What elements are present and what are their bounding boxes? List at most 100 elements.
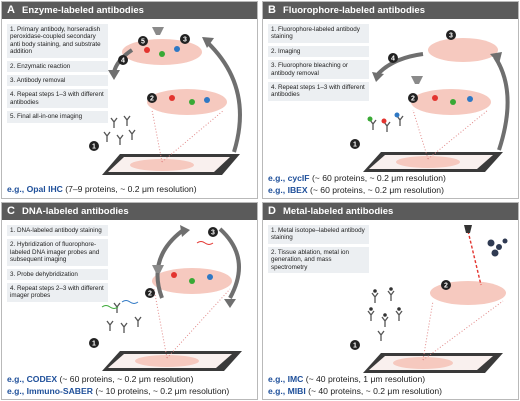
panel-b-title: Fluorophore-labeled antibodies <box>283 5 425 16</box>
zoom-line <box>166 288 231 359</box>
panel-c-steps: 1. DNA-labeled antibody staining 2. Hybr… <box>7 225 108 305</box>
panel-c-letter: C <box>7 205 15 217</box>
example-details: (~ 60 proteins, ~ 0.2 μm resolution) <box>57 374 194 384</box>
example-details: (~ 60 proteins, ~ 0.2 μm resolution) <box>307 185 444 195</box>
step-badge-5: 5 <box>138 36 148 46</box>
panel-b: B Fluorophore-labeled antibodies <box>262 1 519 199</box>
step-badge-3: 3 <box>446 30 456 40</box>
panel-b-example-2: e.g., IBEX (~ 60 proteins, ~ 0.2 μm reso… <box>268 185 444 195</box>
panel-b-steps: 1. Fluorophore-labeled antibody staining… <box>268 24 369 104</box>
example-details: (7–9 proteins, ~ 0.2 μm resolution) <box>62 184 197 194</box>
step-badge-4: 4 <box>118 55 128 65</box>
arrow-head <box>108 70 120 80</box>
panel-b-example-1: e.g., cycIF (~ 60 proteins, ~ 0.2 μm res… <box>268 173 446 183</box>
marker-dot <box>450 99 456 105</box>
panel-c-illustration: 1 2 3 <box>89 225 242 371</box>
svg-text:1: 1 <box>353 142 357 149</box>
marker-dot <box>204 97 210 103</box>
antibody-group <box>103 115 136 145</box>
example-name: e.g., MIBI <box>268 386 306 396</box>
step-text: 3. Probe dehybridization <box>7 268 108 281</box>
panel-d-letter: D <box>268 205 276 217</box>
panel-a-header: A Enzyme-labeled antibodies <box>2 2 257 19</box>
zoom-line <box>412 109 429 160</box>
panel-d-header: D Metal-labeled antibodies <box>263 203 518 220</box>
step-text: 1. Primary antibody, horseradish peroxid… <box>7 24 108 58</box>
marker-dot <box>174 46 180 52</box>
example-name: e.g., cycIF <box>268 173 310 183</box>
cycle-arrow <box>376 52 424 76</box>
step-badge-4: 4 <box>388 53 398 63</box>
svg-text:5: 5 <box>141 39 145 46</box>
step-badge-3: 3 <box>208 227 218 237</box>
zoom-line <box>153 288 168 359</box>
panel-d: D Metal-labeled antibodies <box>262 202 519 400</box>
tissue-section <box>396 156 460 168</box>
marker-dot <box>432 95 438 101</box>
step-text: 2. Imaging <box>268 45 369 58</box>
marker-dot <box>144 47 150 53</box>
fluorophore-dot <box>381 118 387 124</box>
svg-text:2: 2 <box>148 291 152 298</box>
laser-beam <box>467 230 482 286</box>
step-badge-1: 1 <box>89 338 99 348</box>
objective-icon <box>411 76 423 84</box>
arrow-head <box>224 299 236 308</box>
step-badge-3: 3 <box>180 34 190 44</box>
antibody-group <box>367 290 403 341</box>
step-badge-1: 1 <box>350 340 360 350</box>
example-name: e.g., IBEX <box>268 185 308 195</box>
metal-tag-group <box>369 287 401 317</box>
marker-dot <box>189 99 195 105</box>
tissue-section <box>393 357 453 369</box>
fluorophore-dot <box>367 116 373 122</box>
step-text: 2. Tissue ablation, metal ion generation… <box>268 246 369 274</box>
panel-b-letter: B <box>268 4 276 16</box>
arrow-head <box>180 225 190 237</box>
objective-icon <box>152 27 164 35</box>
panel-d-steps: 1. Metal isotope–labeled antibody staini… <box>268 225 369 276</box>
antibody-group <box>369 115 404 132</box>
panel-a-illustration: 1 2 3 4 5 <box>89 27 242 175</box>
cycle-arrow <box>205 40 242 153</box>
zoom-line <box>427 109 489 160</box>
tissue-section <box>130 159 194 171</box>
step-badge-1: 1 <box>350 139 360 149</box>
example-details: (~ 10 proteins, ~ 0.2 μm resolution) <box>92 386 230 396</box>
step-badge-2: 2 <box>147 93 157 103</box>
step-text: 4. Repeat steps 2–3 with different image… <box>7 283 108 302</box>
step-badge-2: 2 <box>441 280 451 290</box>
panel-a-steps: 1. Primary antibody, horseradish peroxid… <box>7 24 108 126</box>
step-text: 1. Metal isotope–labeled antibody staini… <box>268 225 369 244</box>
laser-icon <box>464 225 472 233</box>
svg-text:2: 2 <box>444 283 448 290</box>
example-details: (~ 60 proteins, ~ 0.2 μm resolution) <box>309 173 446 183</box>
step-text: 5. Final all-in-one imaging <box>7 111 108 123</box>
panel-c-example-2: e.g., Immuno-SABER (~ 10 proteins, ~ 0.2… <box>7 386 229 396</box>
step-badge-1: 1 <box>89 141 99 151</box>
antibody-group <box>106 302 142 333</box>
tissue-magnified-2 <box>147 89 227 115</box>
panel-c-title: DNA-labeled antibodies <box>22 206 129 217</box>
example-name: e.g., Immuno-SABER <box>7 386 93 396</box>
step-text: 3. Antibody removal <box>7 75 108 87</box>
step-text: 3. Fluorophore bleaching or antibody rem… <box>268 60 369 80</box>
example-name: e.g., Opal IHC <box>7 184 63 194</box>
arrow-head <box>202 37 214 48</box>
step-text: 4. Repeat steps 1–3 with different antib… <box>268 82 369 101</box>
ion-cloud <box>487 238 508 257</box>
panel-c: C DNA-labeled antibodies <box>1 202 258 400</box>
svg-text:4: 4 <box>391 56 395 63</box>
marker-dot <box>169 95 175 101</box>
step-badge-2: 2 <box>408 93 418 103</box>
cycle-arrow <box>155 229 184 299</box>
panel-a: A Enzyme-labeled antibodies <box>1 1 258 199</box>
zoom-line <box>422 300 504 361</box>
panel-c-header: C DNA-labeled antibodies <box>2 203 257 220</box>
panel-a-title: Enzyme-labeled antibodies <box>22 5 144 16</box>
panel-c-example-1: e.g., CODEX (~ 60 proteins, ~ 0.2 μm res… <box>7 374 193 384</box>
example-details: (~ 40 proteins, ~ 0.2 μm resolution) <box>305 386 443 396</box>
example-name: e.g., CODEX <box>7 374 58 384</box>
tissue-magnified-3 <box>428 38 498 62</box>
